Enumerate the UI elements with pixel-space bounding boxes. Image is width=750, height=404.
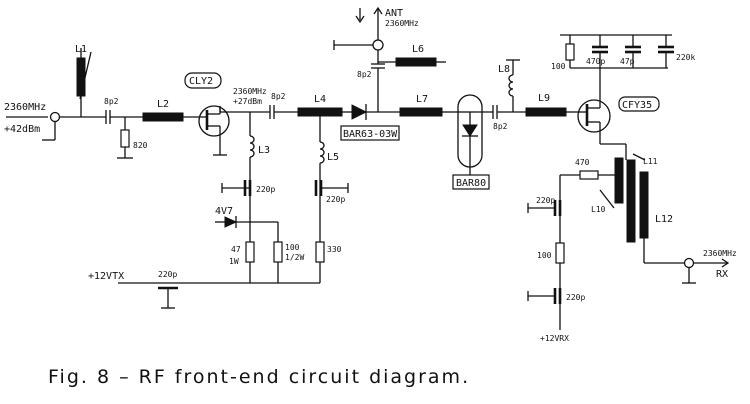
cly2-tag — [184, 72, 222, 89]
r100-top-label: 100 — [551, 62, 566, 71]
l4-label: L4 — [314, 94, 326, 105]
resistor-330 — [315, 241, 325, 263]
zener-label: 4V7 — [215, 206, 233, 217]
cfy35-label: CFY35 — [622, 100, 652, 111]
l8-coil — [508, 74, 514, 97]
c11-label: 220p — [566, 293, 585, 302]
l11-label: L11 — [643, 157, 658, 166]
cfy35-transistor — [577, 99, 611, 133]
figure-caption: Fig. 8 – RF front-end circuit diagram. — [48, 366, 471, 388]
l9-label: L9 — [538, 93, 550, 104]
antenna-switch: ANT 2360MHz 8p2 L6 BAR63-03W L7 — [333, 6, 458, 141]
resistor-470 — [579, 170, 599, 180]
r100-rx-label: 100 — [537, 251, 552, 260]
tx-supply: +12VTX 220p — [88, 270, 320, 309]
c3-label: 220p — [256, 185, 275, 194]
output-frequency-label: 2360MHz — [703, 249, 737, 258]
c7-label: 470p — [586, 57, 605, 66]
resistor-100-top — [565, 43, 575, 61]
l8-label: L8 — [498, 64, 510, 75]
ant-arrowhead-left — [355, 15, 365, 24]
l1-label: L1 — [75, 44, 87, 55]
bar80-diode — [462, 124, 478, 137]
tx-supply-label: +12VTX — [88, 271, 124, 282]
l1-tuning-arrow — [79, 51, 92, 100]
mid-frequency-label: 2360MHz — [233, 87, 267, 96]
l4-stripline — [297, 107, 343, 117]
ant-arrowhead-right — [373, 6, 383, 15]
r100-label: 100 — [285, 243, 300, 252]
antenna-frequency-label: 2360MHz — [385, 19, 419, 28]
l2-stripline — [142, 112, 184, 122]
cly2-stage: CLY2 2360MHz +27dBm 8p2 L3 220p — [184, 72, 304, 283]
cfy35-tag — [618, 96, 660, 112]
l7-stripline — [399, 107, 443, 117]
zener-4v7 — [224, 216, 238, 228]
rx-connector — [683, 257, 695, 269]
bar63-label: BAR63-03W — [343, 129, 398, 140]
l3-coil — [249, 135, 255, 158]
input-section: 2360MHz +42dBm L1 8p2 820 L2 — [4, 44, 200, 159]
c2-label: 8p2 — [271, 92, 286, 101]
r470-label: 470 — [575, 158, 590, 167]
resistor-820 — [120, 129, 130, 148]
l11-stripline — [626, 159, 636, 243]
rx-supply-label: +12VRX — [540, 334, 569, 343]
l10-label: L10 — [591, 205, 606, 214]
l10-tuning-arrow — [599, 189, 615, 209]
bar80-section: BAR80 8p2 L8 — [452, 59, 526, 190]
l11-tuning-arrow — [632, 153, 646, 161]
output-section: 470 L10 L11 L12 2360MHz RX 220p 100 — [527, 153, 737, 343]
resistor-100-rx — [555, 242, 565, 264]
bar80-label: BAR80 — [456, 178, 486, 189]
c8-label: 47p — [620, 57, 635, 66]
r820-label: 820 — [133, 141, 148, 150]
input-connector — [49, 111, 61, 123]
cly2-label: CLY2 — [189, 76, 213, 87]
c10-label: 220p — [536, 196, 555, 205]
cfy35-stage: L9 CFY35 100 470p 47p 220k — [525, 34, 695, 160]
rx-arrowhead — [721, 258, 730, 268]
c1-label: 8p2 — [104, 97, 119, 106]
bar80-tag — [452, 174, 490, 190]
l6-stripline — [395, 57, 437, 67]
cly2-transistor — [198, 105, 230, 137]
l3-label: L3 — [258, 145, 270, 156]
l4-section: L4 L5 220p 330 — [297, 94, 352, 283]
bar63-tag — [340, 125, 400, 141]
l10-stripline — [614, 157, 624, 204]
resistor-100 — [273, 241, 283, 263]
l5-coil — [319, 141, 325, 164]
l2-label: L2 — [157, 99, 169, 110]
l1-stripline — [76, 57, 86, 97]
l12-label: L12 — [655, 214, 673, 225]
c6-label: 8p2 — [493, 122, 508, 131]
r47-label: 47 — [231, 245, 241, 254]
r47-power-label: 1W — [229, 257, 239, 266]
c4-label: 220p — [326, 195, 345, 204]
r100-power-label: 1/2W — [285, 253, 304, 262]
l6-label: L6 — [412, 44, 424, 55]
input-power-label: +42dBm — [4, 124, 40, 135]
antenna-label: ANT — [385, 8, 403, 19]
l5-label: L5 — [327, 152, 339, 163]
l12-stripline — [639, 171, 649, 239]
res-220k-label: 220k — [676, 53, 695, 62]
input-frequency-label: 2360MHz — [4, 102, 46, 113]
bar63-diode — [351, 104, 368, 120]
mid-power-label: +27dBm — [233, 97, 262, 106]
rx-label: RX — [716, 269, 728, 280]
tx-cap-label: 220p — [158, 270, 177, 279]
r330-label: 330 — [327, 245, 342, 254]
resistor-47 — [245, 241, 255, 263]
l9-stripline — [525, 107, 567, 117]
antenna-connector — [372, 39, 384, 51]
l7-label: L7 — [416, 94, 428, 105]
c5-label: 8p2 — [357, 70, 372, 79]
